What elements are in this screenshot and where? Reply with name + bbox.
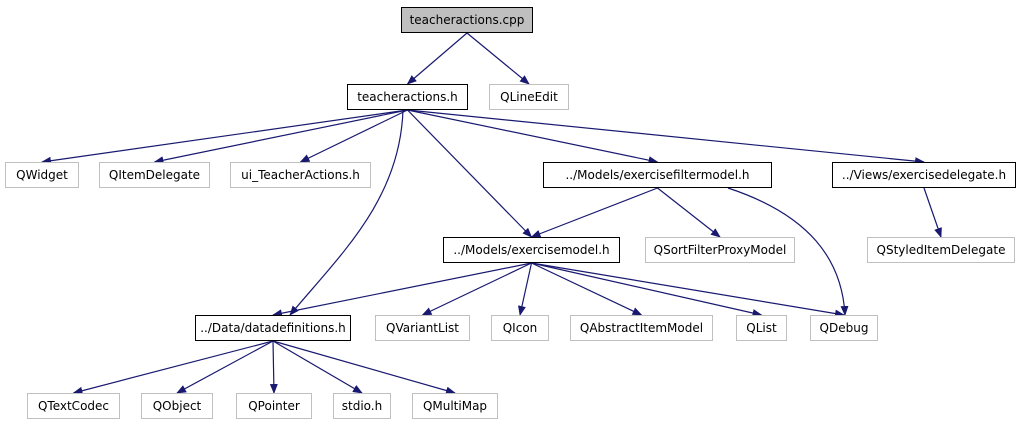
edge-exercisemodel-to-qlist xyxy=(531,262,763,317)
node-qlineedit[interactable]: QLineEdit xyxy=(489,84,569,110)
edge-exercisefiltermodel-to-qdebug xyxy=(727,187,849,316)
edge-datadefinitions-to-stdio xyxy=(272,340,363,394)
edge-datadefinitions-to-qpointer xyxy=(269,340,278,394)
node-qwidget[interactable]: QWidget xyxy=(5,162,79,188)
node-exercisemodel[interactable]: ../Models/exercisemodel.h xyxy=(443,237,620,263)
edge-teacheractions-h-to-ui-teacheractions xyxy=(299,109,408,163)
edge-teacheractions-cpp-to-qlineedit xyxy=(466,32,530,85)
node-ui-teacheractions[interactable]: ui_TeacherActions.h xyxy=(230,162,371,188)
node-qpointer[interactable]: QPointer xyxy=(236,393,312,419)
node-qmultimap[interactable]: QMultiMap xyxy=(412,393,498,419)
node-qitemdelegate[interactable]: QItemDelegate xyxy=(99,162,210,188)
node-qdebug[interactable]: QDebug xyxy=(810,315,878,341)
node-qabstractitemmodel[interactable]: QAbstractItemModel xyxy=(570,315,713,341)
edge-exercisedelegate-to-qstyleditemdelegate xyxy=(923,187,942,238)
edge-datadefinitions-to-qmultimap xyxy=(272,340,456,395)
node-teacheractions-h[interactable]: teacheractions.h xyxy=(347,84,468,110)
node-qtextcodec[interactable]: QTextCodec xyxy=(27,393,120,419)
edge-exercisemodel-to-qicon xyxy=(518,262,533,316)
node-qsortfilterproxymodel[interactable]: QSortFilterProxyModel xyxy=(645,237,795,263)
edge-teacheractions-h-to-exercisefiltermodel xyxy=(407,109,659,165)
edge-exercisemodel-to-qvariantlist xyxy=(421,262,532,316)
edge-exercisefiltermodel-to-exercisemodel xyxy=(530,187,658,238)
node-qicon[interactable]: QIcon xyxy=(491,315,549,341)
node-qvariantlist[interactable]: QVariantList xyxy=(375,315,470,341)
node-exercisefiltermodel[interactable]: ../Models/exercisefiltermodel.h xyxy=(543,162,772,188)
edge-teacheractions-h-to-qitemdelegate xyxy=(153,109,408,165)
node-exercisedelegate[interactable]: ../Views/exercisedelegate.h xyxy=(832,162,1016,188)
node-stdio[interactable]: stdio.h xyxy=(333,393,391,419)
edge-teacheractions-h-to-exercisemodel xyxy=(407,109,533,238)
node-teacheractions-cpp[interactable]: teacheractions.cpp xyxy=(401,7,533,33)
edge-exercisemodel-to-datadefinitions xyxy=(272,262,532,318)
edge-exercisemodel-to-qdebug xyxy=(531,262,845,318)
edge-datadefinitions-to-qtextcodec xyxy=(72,340,274,395)
edge-teacheractions-h-to-exercisedelegate xyxy=(407,109,925,166)
edge-teacheractions-cpp-to-teacheractions-h xyxy=(406,32,468,85)
edge-exercisefiltermodel-to-qsortfilterproxymodel xyxy=(657,187,721,238)
node-datadefinitions[interactable]: ../Data/datadefinitions.h xyxy=(195,315,351,341)
node-qobject[interactable]: QObject xyxy=(141,393,213,419)
node-qlist[interactable]: QList xyxy=(736,315,787,341)
node-qstyleditemdelegate[interactable]: QStyledItemDelegate xyxy=(867,237,1015,263)
edge-datadefinitions-to-qobject xyxy=(176,340,274,394)
edge-teacheractions-h-to-datadefinitions xyxy=(289,109,404,316)
edge-teacheractions-h-to-qwidget xyxy=(41,109,408,165)
edge-exercisemodel-to-qabstractitemmodel xyxy=(531,262,643,316)
